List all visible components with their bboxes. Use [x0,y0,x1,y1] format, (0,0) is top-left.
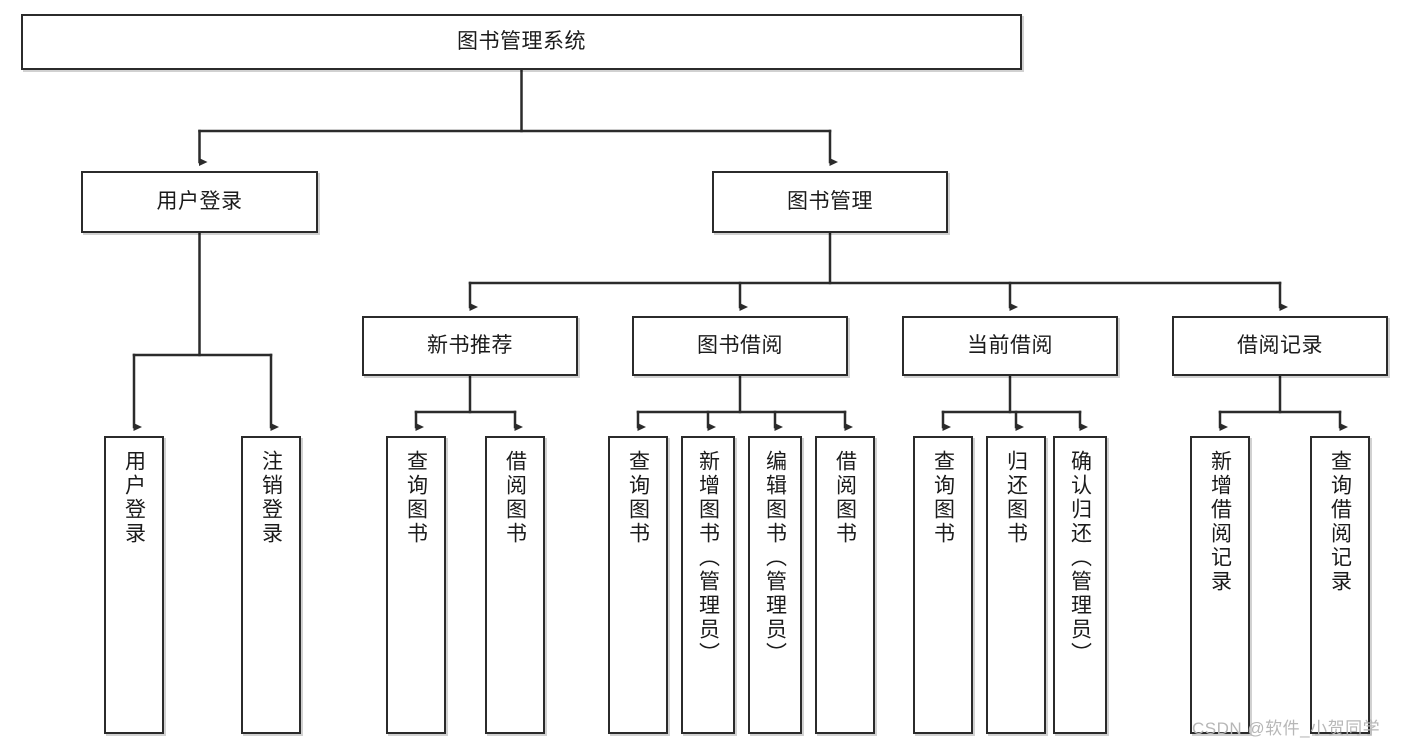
node-user-login[interactable]: 用户登录 [81,171,318,233]
leaf-borrow-book-1[interactable]: 借阅图书 [485,436,545,734]
leaf-confirm-return-admin[interactable]: 确认归还（管理员） [1053,436,1107,734]
node-book-manage-label: 图书管理 [787,189,873,213]
node-borrow-record-label: 借阅记录 [1237,333,1323,357]
leaf-query-book-1[interactable]: 查询图书 [386,436,446,734]
node-new-book-recommend[interactable]: 新书推荐 [362,316,578,376]
node-user-login-label: 用户登录 [156,189,243,213]
leaf-return-book-label: 归还图书 [1004,450,1028,546]
leaf-borrow-book-2[interactable]: 借阅图书 [815,436,875,734]
leaf-query-borrow-record-label: 查询借阅记录 [1328,450,1352,594]
leaf-add-book-admin[interactable]: 新增图书（管理员） [681,436,735,734]
leaf-borrow-book-1-label: 借阅图书 [503,450,527,546]
node-book-borrow[interactable]: 图书借阅 [632,316,848,376]
leaf-edit-book-admin[interactable]: 编辑图书（管理员） [748,436,802,734]
leaf-query-borrow-record[interactable]: 查询借阅记录 [1310,436,1370,734]
leaf-add-borrow-record-label: 新增借阅记录 [1208,450,1232,594]
leaf-borrow-book-2-label: 借阅图书 [833,450,857,546]
node-book-borrow-label: 图书借阅 [697,333,783,357]
leaf-query-book-2[interactable]: 查询图书 [608,436,668,734]
leaf-user-login-label: 用户登录 [122,450,146,546]
leaf-query-book-3-label: 查询图书 [931,450,955,546]
node-current-borrow[interactable]: 当前借阅 [902,316,1118,376]
node-root[interactable]: 图书管理系统 [21,14,1022,70]
leaf-add-book-admin-label: 新增图书（管理员） [696,450,720,666]
leaf-edit-book-admin-label: 编辑图书（管理员） [763,450,787,666]
leaf-user-login[interactable]: 用户登录 [104,436,164,734]
csdn-watermark: CSDN @软件_小贺同学 [1192,719,1381,738]
leaf-query-book-3[interactable]: 查询图书 [913,436,973,734]
leaf-query-book-2-label: 查询图书 [626,450,650,546]
leaf-add-borrow-record[interactable]: 新增借阅记录 [1190,436,1250,734]
leaf-return-book[interactable]: 归还图书 [986,436,1046,734]
node-borrow-record[interactable]: 借阅记录 [1172,316,1388,376]
node-current-borrow-label: 当前借阅 [967,333,1053,357]
leaf-user-logout-label: 注销登录 [259,450,283,546]
node-root-label: 图书管理系统 [457,29,586,53]
node-book-manage[interactable]: 图书管理 [712,171,948,233]
node-new-book-recommend-label: 新书推荐 [427,333,513,357]
leaf-query-book-1-label: 查询图书 [404,450,428,546]
leaf-confirm-return-admin-label: 确认归还（管理员） [1068,450,1092,666]
leaf-user-logout[interactable]: 注销登录 [241,436,301,734]
